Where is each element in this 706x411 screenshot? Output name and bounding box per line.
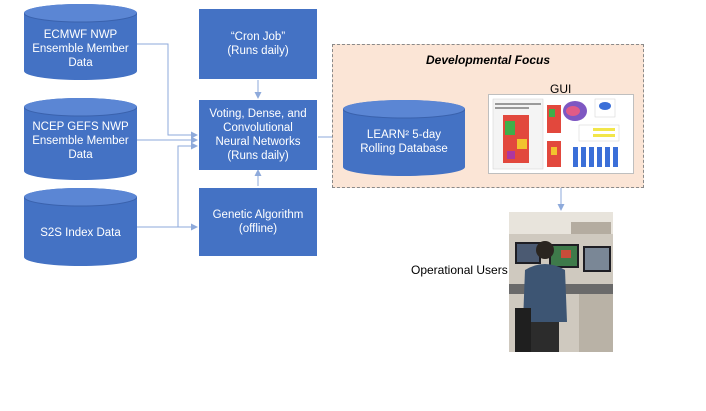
developmental-focus-title: Developmental Focus <box>425 53 551 67</box>
arrow-ecmwf-to-networks <box>137 43 198 139</box>
database-label: LEARN² 5-day Rolling Database <box>360 129 448 155</box>
gui-screenshot-image <box>488 94 634 174</box>
forecaster-workstation-graphic <box>509 212 613 352</box>
ncep-data-cylinder: NCEP GEFS NWP Ensemble Member Data <box>24 98 137 180</box>
genetic-algorithm-box: Genetic Algorithm (offline) <box>199 188 317 256</box>
operational-users-label: Operational Users <box>411 263 508 277</box>
arrow-s2s-to-networks <box>177 142 198 227</box>
ecmwf-label: ECMWF NWP Ensemble Member Data <box>32 29 129 69</box>
operational-users-photo <box>509 212 613 352</box>
ncep-label: NCEP GEFS NWP Ensemble Member Data <box>32 121 129 161</box>
learn-database-cylinder: LEARN² 5-day Rolling Database <box>343 100 465 176</box>
s2s-label: S2S Index Data <box>40 227 121 239</box>
cron-job-box: “Cron Job” (Runs daily) <box>199 9 317 79</box>
gui-label: GUI <box>550 82 572 96</box>
gui-thumbnail-graphic <box>492 98 620 170</box>
s2s-data-cylinder: S2S Index Data <box>24 188 137 266</box>
neural-networks-box: Voting, Dense, and Convolutional Neural … <box>199 100 317 170</box>
ecmwf-data-cylinder: ECMWF NWP Ensemble Member Data <box>24 4 137 80</box>
